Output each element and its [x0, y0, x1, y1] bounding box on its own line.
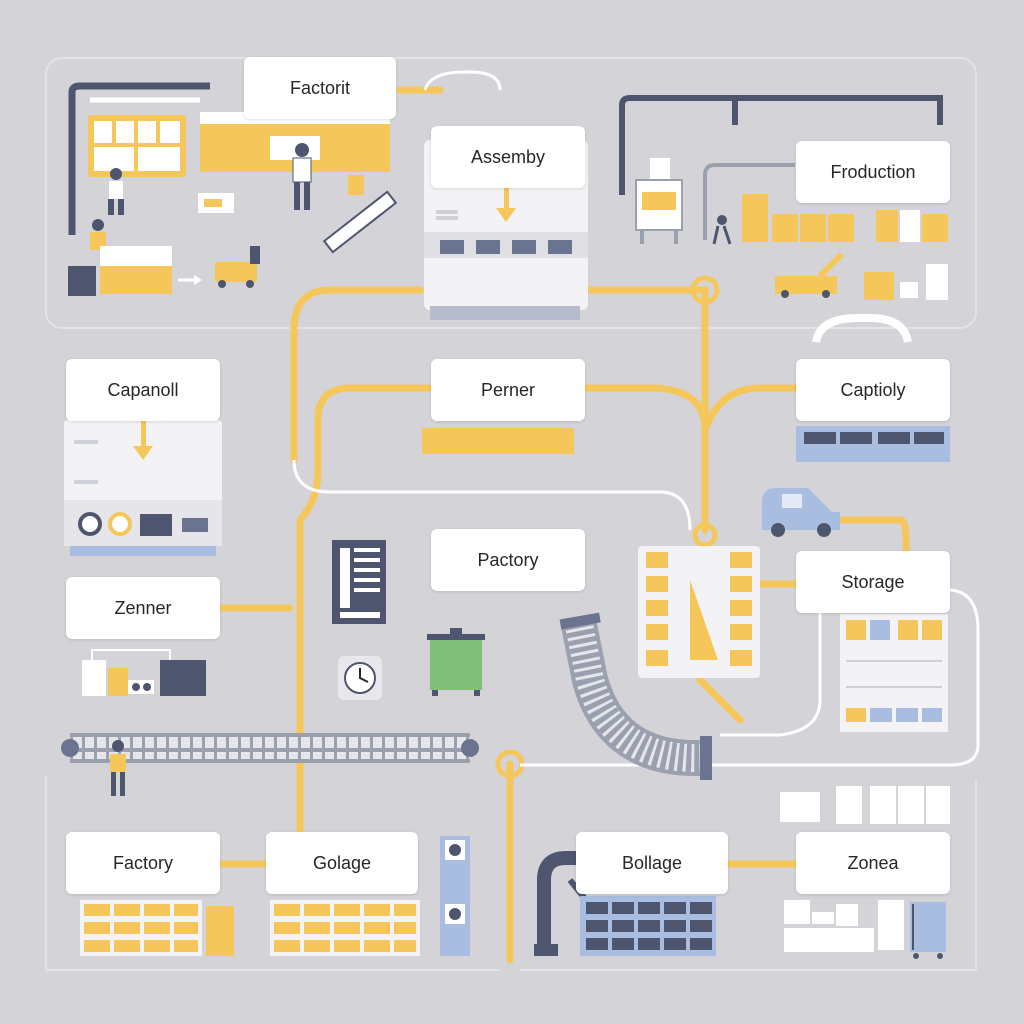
bin-icon — [427, 628, 485, 696]
section-outlines — [45, 57, 977, 971]
tower-machine-icon — [440, 836, 470, 956]
label-pactory[interactable]: Pactory — [431, 529, 585, 591]
storage-rack-icon — [638, 546, 760, 678]
label-perner[interactable]: Perner — [431, 359, 585, 421]
control-panel-icon — [88, 115, 186, 177]
label-capanoll[interactable]: Capanoll — [66, 359, 220, 421]
label-factory[interactable]: Factory — [66, 832, 220, 894]
clock-icon — [338, 656, 382, 700]
label-storage[interactable]: Storage — [796, 551, 950, 613]
capanoll-machine-icon — [64, 420, 222, 556]
white-connectors — [292, 70, 980, 767]
label-assembly[interactable]: Assemby — [431, 126, 585, 188]
label-factorit[interactable]: Factorit — [244, 57, 396, 119]
worker-icon — [108, 168, 124, 215]
crate-grid-icon — [80, 900, 234, 956]
arrow-down-icon — [496, 182, 516, 222]
label-captioly[interactable]: Captioly — [796, 359, 950, 421]
junction-node — [692, 522, 718, 548]
label-bollage[interactable]: Bollage — [576, 832, 728, 894]
worker-icon — [712, 215, 732, 245]
zenner-machines-icon — [82, 649, 206, 696]
blue-grid-icon — [580, 896, 716, 956]
machine-icon — [100, 266, 172, 294]
shelf-icon — [332, 540, 386, 624]
worker-icon — [292, 143, 312, 210]
storage-shelves-icon — [840, 614, 948, 732]
truck-icon — [762, 488, 840, 537]
beam-icon — [322, 190, 398, 254]
crate-row — [742, 194, 948, 242]
junction-node — [690, 275, 720, 305]
label-golage[interactable]: Golage — [266, 832, 418, 894]
worker-icon — [90, 219, 106, 250]
crate-icon — [204, 199, 222, 207]
captioly-bay-icon — [796, 314, 950, 462]
forklift-icon — [775, 251, 845, 298]
label-production[interactable]: Froduction — [796, 141, 950, 203]
arrow-down-icon — [133, 420, 153, 460]
pipe-icon — [68, 82, 210, 235]
curved-conveyor-icon — [559, 612, 712, 780]
pipe-icon — [619, 95, 943, 195]
cabinet-icon — [68, 266, 96, 296]
crate-grid-icon — [270, 900, 420, 956]
cabinet-icon — [926, 264, 948, 300]
perner-bar-icon — [422, 428, 574, 454]
label-zenner[interactable]: Zenner — [66, 577, 220, 639]
forklift-icon — [215, 246, 260, 288]
crate-icon — [864, 272, 894, 300]
conveyor-belt-icon — [61, 733, 479, 763]
press-machine-icon — [635, 158, 683, 244]
label-zonea[interactable]: Zonea — [796, 832, 950, 894]
flow-connectors — [216, 86, 910, 964]
zonea-boxes-icon — [780, 786, 950, 959]
worker-icon — [110, 740, 126, 796]
